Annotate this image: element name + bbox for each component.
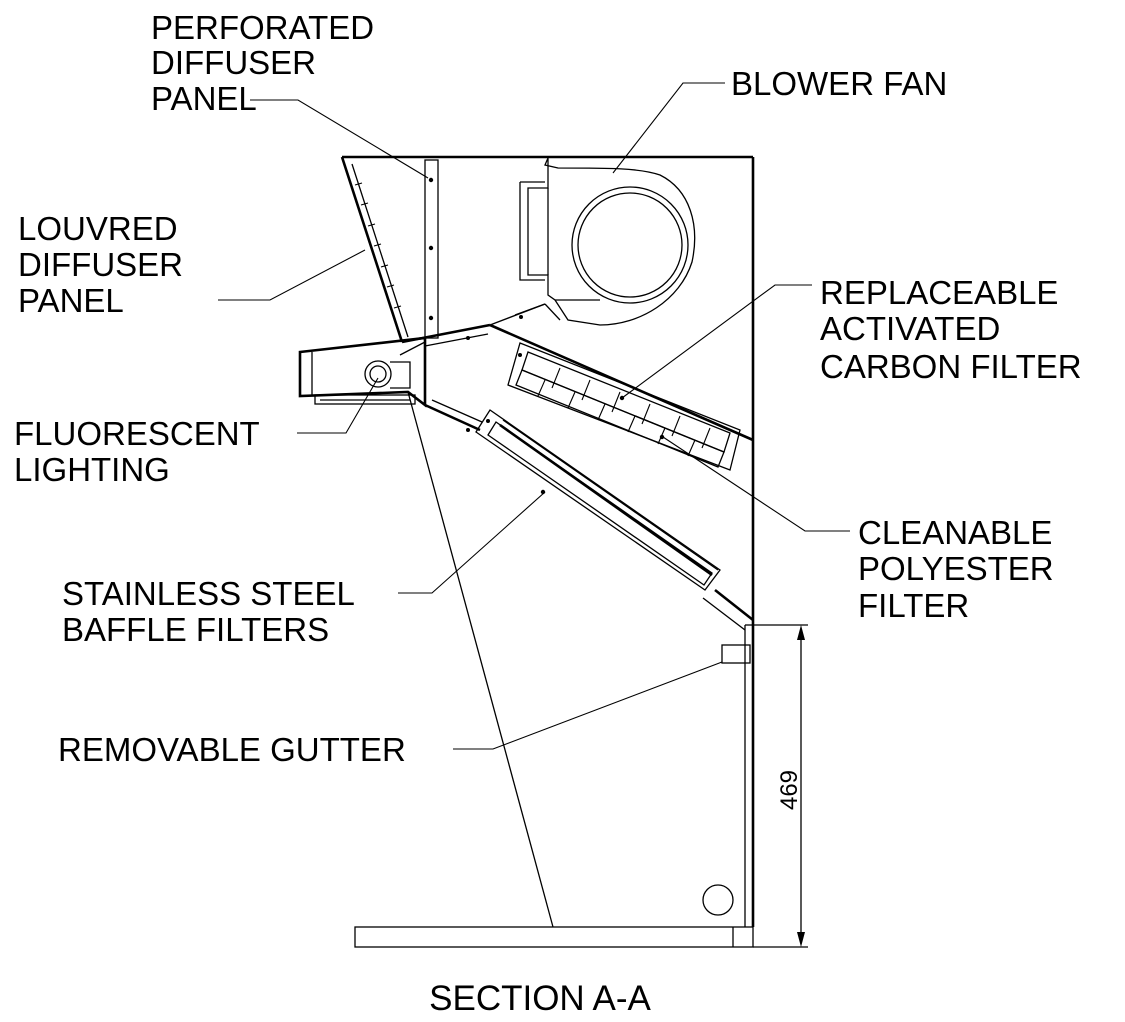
leader-lines [218,82,850,750]
blower-fan [519,157,696,326]
polyester-filter-label: CLEANABLE POLYESTER FILTER [858,514,1063,624]
carbon-filter [507,342,741,471]
baffle-filters [475,409,721,591]
fluorescent-lighting-label: FLUORESCENT LIGHTING [14,415,268,488]
canopy-body [340,155,755,928]
baffle-filters-label: STAINLESS STEEL BAFFLE FILTERS [62,575,363,648]
base-plate [354,926,754,948]
lower-plenum [424,399,754,631]
removable-gutter-label: REMOVABLE GUTTER [58,731,406,768]
removable-gutter [721,624,753,664]
carbon-filter-label: REPLACEABLE ACTIVATED CARBON FILTER [820,274,1082,385]
height-dimension: 469 [753,624,808,948]
louvre-blades [354,182,402,309]
perforated-diffuser-panel [424,159,439,339]
drain-hole [702,884,734,916]
dimension-value: 469 [776,770,803,810]
perforated-diffuser-label: PERFORATED DIFFUSER PANEL [151,9,383,117]
louvred-diffuser-label: LOUVRED DIFFUSER PANEL [18,210,192,319]
blower-fan-label: BLOWER FAN [731,65,947,102]
lighting-housing [298,336,427,408]
section-title: SECTION A-A [429,979,651,1018]
